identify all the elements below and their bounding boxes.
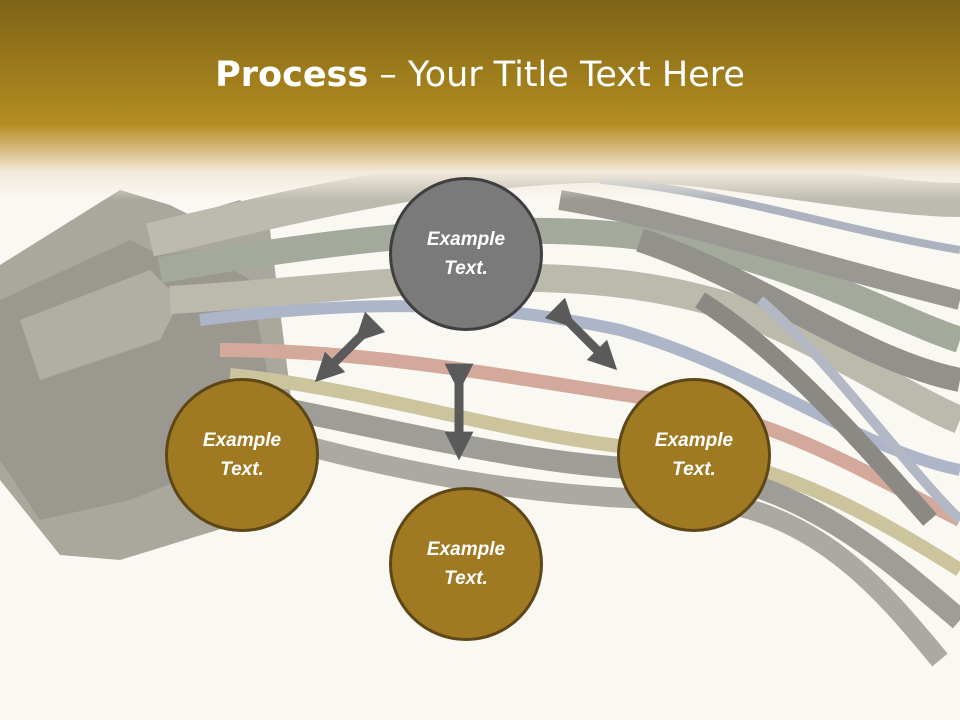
arrow-center-right bbox=[544, 297, 618, 371]
node-center-line2: Text. bbox=[444, 258, 488, 279]
arrow-center-left bbox=[314, 311, 386, 383]
title-rest: – Your Title Text Here bbox=[368, 55, 745, 95]
node-left-line1: Example bbox=[202, 430, 282, 451]
node-center-line1: Example bbox=[426, 229, 506, 250]
title-bold: Process bbox=[215, 55, 369, 95]
node-right-line2: Text. bbox=[672, 459, 716, 480]
slide-title: Process – Your Title Text Here bbox=[0, 52, 960, 98]
node-right: Example Text. bbox=[617, 378, 771, 532]
node-left-line2: Text. bbox=[220, 459, 264, 480]
node-bottom: Example Text. bbox=[389, 487, 543, 641]
node-bottom-line1: Example bbox=[426, 539, 506, 560]
node-center: Example Text. bbox=[389, 177, 543, 331]
node-left: Example Text. bbox=[165, 378, 319, 532]
node-bottom-line2: Text. bbox=[444, 568, 488, 589]
header-band bbox=[0, 0, 960, 200]
node-right-line1: Example bbox=[654, 430, 734, 451]
